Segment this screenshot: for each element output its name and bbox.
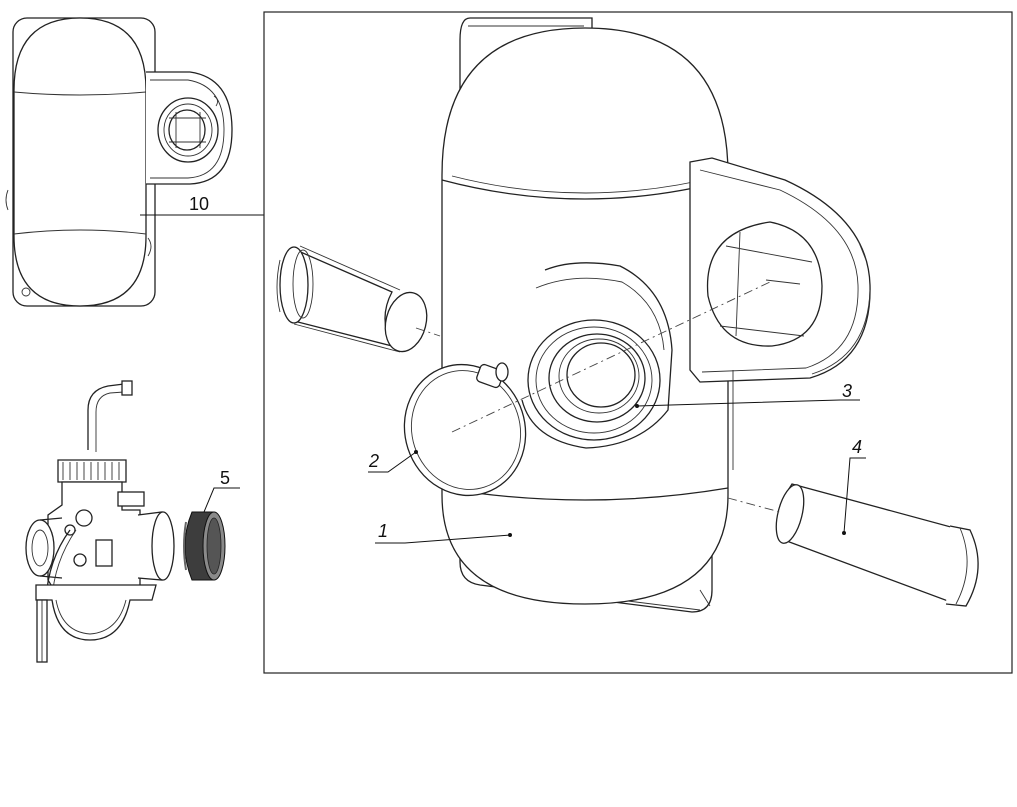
callout-label-2: 2 xyxy=(368,451,379,471)
upper-left-tube xyxy=(276,245,441,353)
filter-housing-thumbnail xyxy=(5,17,233,307)
leader-line-5 xyxy=(203,487,240,513)
right-tube-part-4 xyxy=(727,483,979,607)
callout-label-10: 10 xyxy=(189,194,209,214)
callout-label-1: 1 xyxy=(378,521,388,541)
callout-label-3: 3 xyxy=(842,381,852,401)
callout-1: 1 xyxy=(375,521,512,544)
callout-label-4: 4 xyxy=(852,437,862,457)
exploded-view-frame xyxy=(263,11,1013,674)
spacer-ring-part-5 xyxy=(183,511,226,581)
carburetor-illustration xyxy=(25,380,175,663)
callout-3: 3 xyxy=(635,381,860,408)
callout-label-5: 5 xyxy=(220,468,230,488)
callout-2: 2 xyxy=(368,450,418,473)
callout-4: 4 xyxy=(842,437,866,535)
exploded-view xyxy=(276,17,979,613)
